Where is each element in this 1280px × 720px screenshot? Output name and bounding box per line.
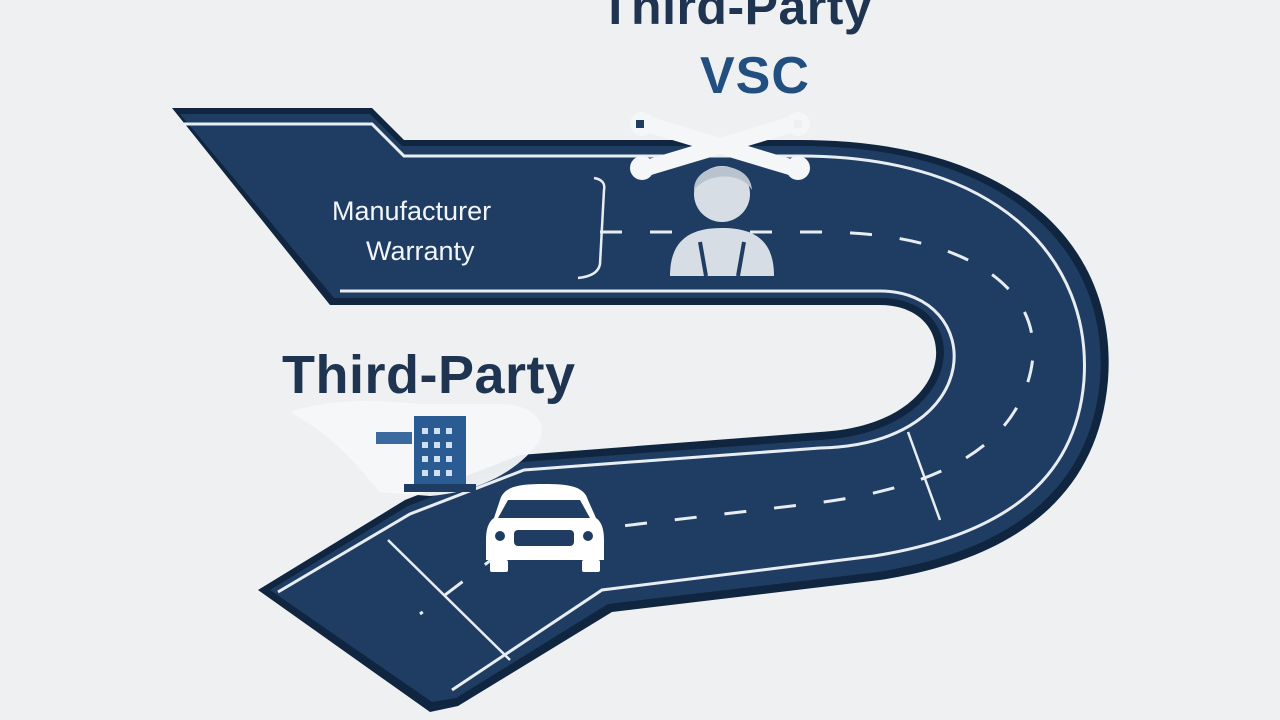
- road-outer-edge-line: [178, 122, 1086, 692]
- crossed-wrenches-icon: [630, 112, 810, 180]
- top-title-line2: VSC: [700, 47, 810, 105]
- car-front-icon: [486, 484, 604, 572]
- bracket-mark: [577, 176, 606, 280]
- mechanic-person-icon: [670, 166, 774, 277]
- office-building-icon: [376, 416, 476, 492]
- road-crossing-line: [906, 431, 942, 521]
- road-inner-edge-line: [277, 289, 956, 594]
- top-title-line1: Third-Party: [600, 0, 873, 35]
- middle-title: Third-Party: [282, 345, 576, 405]
- manufacturer-label-line1: Manufacturer: [332, 196, 492, 226]
- manufacturer-label-line2: Warranty: [366, 236, 475, 266]
- road-crossing-line: [387, 539, 511, 661]
